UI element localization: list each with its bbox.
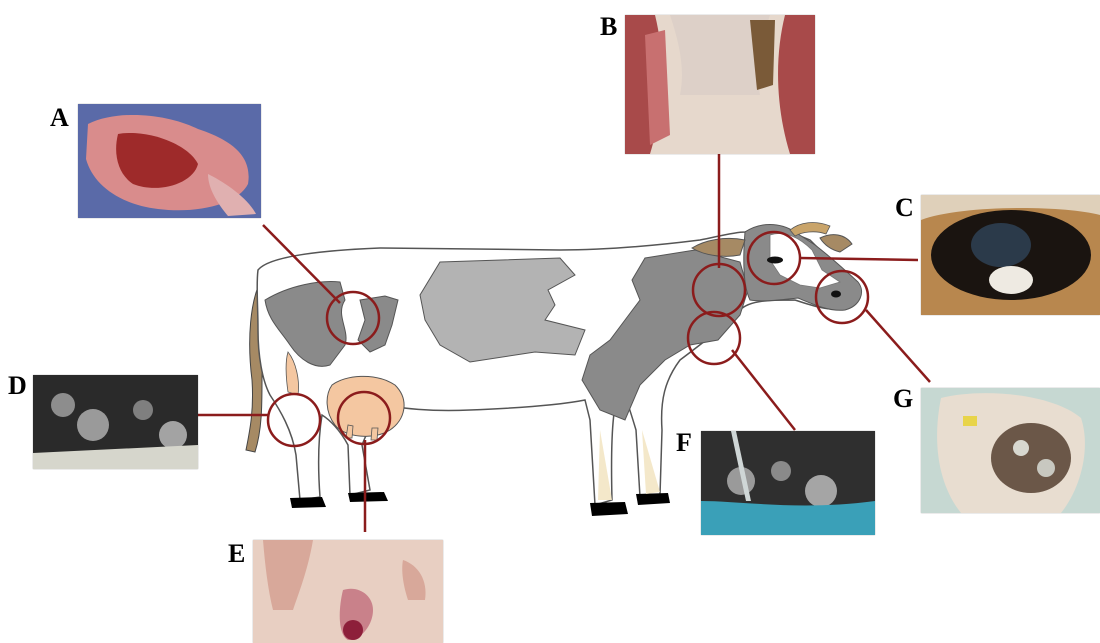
photo-f-neck-skin-lesions (701, 431, 875, 535)
photo-g-muzzle-lesions (921, 388, 1100, 513)
photo-e-teat-lesions (253, 540, 443, 643)
cow-hoof (590, 502, 628, 516)
cow-ear (820, 235, 852, 252)
cow-nostril (831, 291, 841, 298)
photo-a-abdominal-lesions (78, 104, 261, 218)
photo-b-oral-palate-lesions (625, 15, 815, 154)
panel-label-b: B (600, 14, 617, 40)
panel-label-d: D (8, 373, 27, 399)
cow-hoof (348, 492, 388, 502)
photo-d-leg-skin-lesions (33, 375, 198, 469)
cow-horn (790, 223, 830, 236)
panel-label-a: A (50, 105, 69, 131)
panel-label-g: G (893, 386, 913, 412)
photo-c-eye-lesion (921, 195, 1100, 315)
cow-hoof (290, 497, 326, 508)
panel-label-e: E (228, 541, 245, 567)
panel-label-c: C (895, 195, 914, 221)
cow-eye (767, 257, 783, 264)
connector-line-f (732, 350, 795, 430)
connector-line-g (866, 310, 930, 382)
cow-hoof (636, 493, 670, 505)
cow-teat (371, 428, 378, 440)
panel-label-f: F (676, 430, 692, 456)
